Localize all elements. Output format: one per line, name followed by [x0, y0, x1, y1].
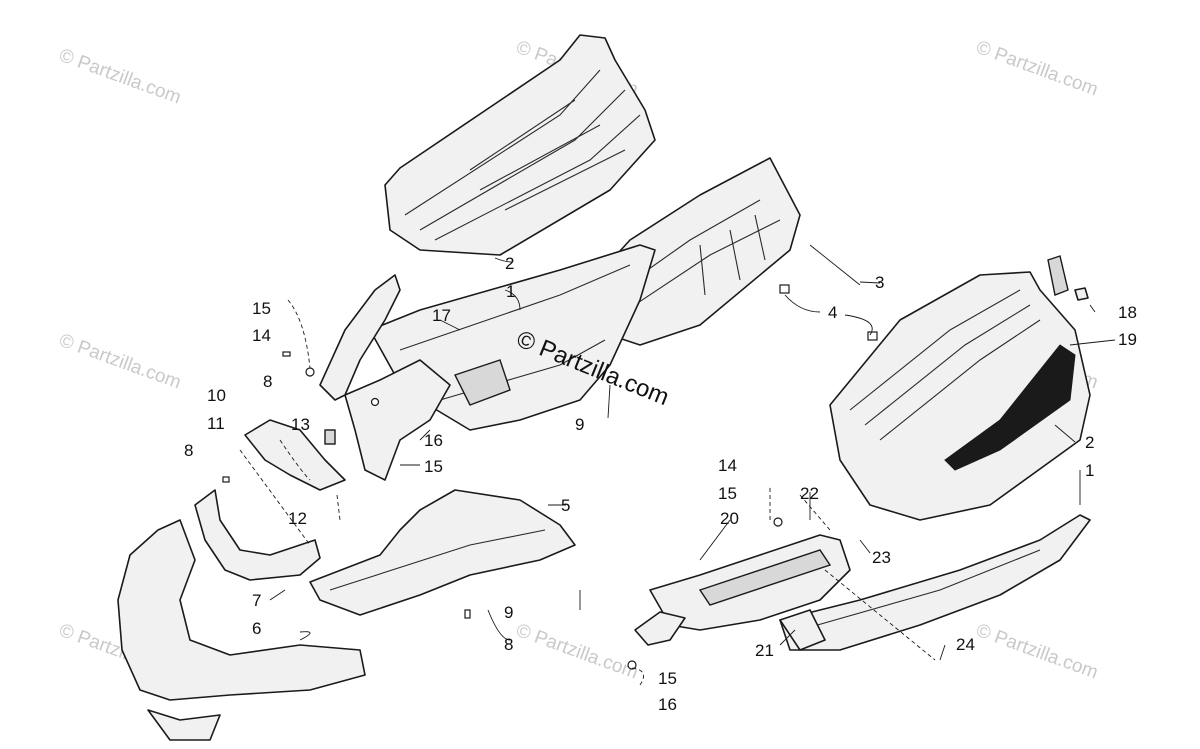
callout-16-b: 16	[658, 695, 677, 714]
callout-3: 3	[875, 273, 884, 292]
part-2-upper-panel	[384, 34, 656, 256]
callout-18: 18	[1118, 303, 1137, 322]
bolt-13	[324, 429, 336, 445]
part-5-skid-plate	[309, 489, 576, 616]
hardware-group	[222, 284, 878, 670]
callout-15-c: 15	[718, 484, 737, 503]
washer-15-bottom	[627, 660, 637, 670]
callout-7: 7	[252, 591, 261, 610]
callout-labels: 2 1 3 4 18 19 2 1 15 14 17 8 10 11 13 9 …	[184, 254, 1137, 714]
callout-23: 23	[872, 548, 891, 567]
watermark-top-right: © Partzilla.com	[973, 37, 1100, 101]
part-6-front-bumper	[117, 519, 366, 741]
part-19-right-panel	[829, 271, 1091, 521]
callout-2-upper: 2	[505, 254, 514, 273]
bolt-8-c	[464, 609, 471, 619]
nut-4-b	[867, 331, 878, 341]
callout-21: 21	[755, 641, 774, 660]
part-20-rail-bracket	[634, 534, 851, 651]
callout-9-a: 9	[575, 415, 584, 434]
callout-1-upper: 1	[506, 282, 515, 301]
callout-19: 19	[1118, 330, 1137, 349]
washer-15-left	[305, 367, 315, 377]
callout-8-b: 8	[184, 441, 193, 460]
washer-15-mid	[370, 397, 380, 407]
bolt-8-a	[282, 351, 291, 357]
callout-9-b: 9	[504, 603, 513, 622]
callout-4: 4	[828, 303, 837, 322]
callout-8-a: 8	[263, 372, 272, 391]
callout-10: 10	[207, 386, 226, 405]
leader-lines	[239, 244, 1116, 686]
callout-6: 6	[252, 619, 261, 638]
part-18-clip	[1047, 255, 1089, 301]
callout-15-d: 15	[658, 669, 677, 688]
callout-15-a: 15	[252, 299, 271, 318]
washer-15-right	[773, 517, 783, 527]
callout-16-a: 16	[424, 431, 443, 450]
part-7-bracket	[194, 489, 321, 581]
callout-13: 13	[291, 415, 310, 434]
callout-22: 22	[800, 484, 819, 503]
part-10-11-plates	[244, 419, 346, 491]
callout-14-a: 14	[252, 326, 271, 345]
callout-15-b: 15	[424, 457, 443, 476]
callout-12: 12	[288, 509, 307, 528]
callout-14-b: 14	[718, 456, 737, 475]
watermark-bottom-center: © Partzilla.com	[513, 620, 640, 684]
watermark-mid-left: © Partzilla.com	[56, 330, 183, 394]
watermark-top-left: © Partzilla.com	[56, 45, 183, 109]
part-1-right-belly-pan	[779, 514, 1091, 651]
bolt-8-b	[222, 476, 230, 483]
nut-4-a	[779, 284, 790, 294]
watermark-bottom-right: © Partzilla.com	[973, 620, 1100, 684]
callout-11: 11	[207, 414, 225, 433]
callout-17: 17	[432, 306, 451, 325]
callout-2-right: 2	[1085, 433, 1094, 452]
callout-20: 20	[720, 509, 739, 528]
callout-1-right: 1	[1085, 461, 1094, 480]
callout-8-c: 8	[504, 635, 513, 654]
callout-5: 5	[561, 496, 570, 515]
callout-24: 24	[956, 635, 975, 654]
part-17-deflector	[319, 274, 451, 481]
